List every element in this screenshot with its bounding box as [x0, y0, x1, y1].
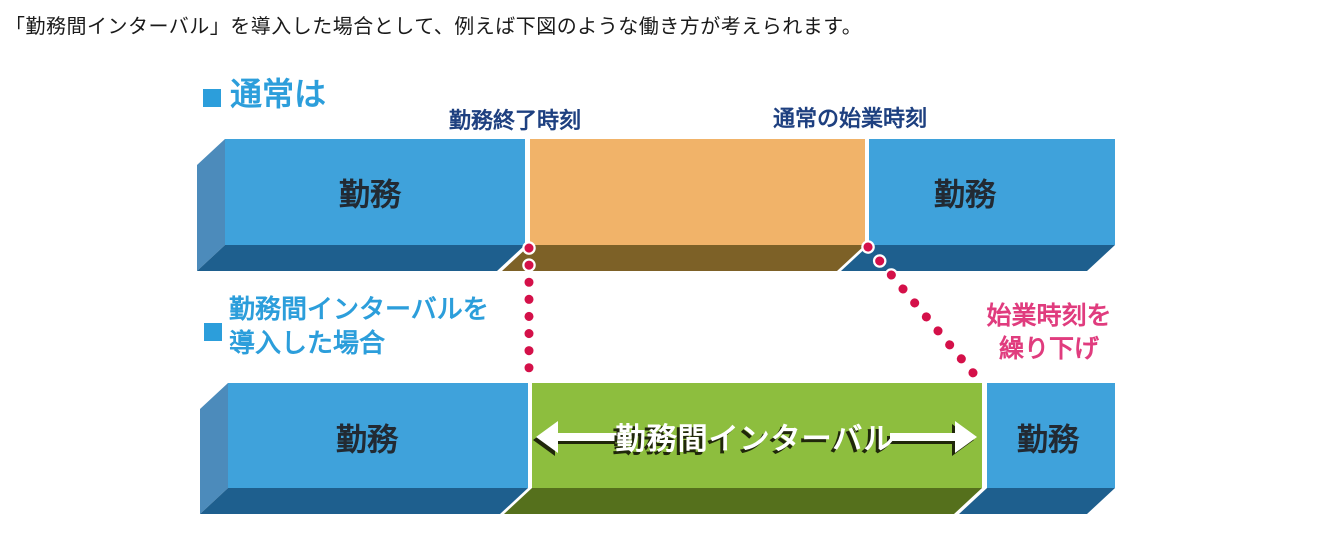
interval-arrows: [533, 421, 977, 456]
normal-row-bars: [197, 139, 1115, 271]
interval-bar-bottom: [504, 488, 982, 514]
interval-section-header: 勤務間インターバルを 導入した場合: [204, 293, 489, 361]
interval-bar-label: 勤務間インターバル: [615, 423, 895, 456]
interval-left-arrow-icon: [536, 421, 618, 453]
interval-work-left-bar-front: [228, 383, 528, 488]
normal-work-right-bar-bottom: [841, 245, 1115, 271]
interval-right-arrow-icon: [890, 421, 977, 453]
normal-header-label: 通常は: [230, 76, 327, 112]
usual-start-time-label: 通常の始業時刻: [772, 106, 928, 131]
annotation-line1: 始業時刻を: [986, 302, 1112, 330]
normal-work-left-bar-bottom: [197, 245, 525, 271]
normal-gap-bar-bottom: [502, 245, 865, 271]
normal-work-left-bar-front: [225, 139, 525, 245]
interval-row-bars: [200, 383, 1115, 514]
normal-gap-bar-front: [530, 139, 865, 245]
interval-arrows-front: [536, 421, 977, 453]
interval-header-line1: 勤務間インターバルを: [229, 294, 489, 324]
normal-work-left-bar-side: [197, 139, 225, 271]
normal-section-header: 通常は: [203, 76, 326, 113]
bullet-square-icon: [204, 323, 222, 341]
bullet-square-icon: [203, 89, 221, 107]
interval-work-left-label: 勤務: [336, 422, 398, 458]
dotted-connectors: [522, 240, 991, 393]
intro-text: 「勤務間インターバル」を導入した場合として、例えば下図のような働き方が考えられま…: [5, 16, 863, 38]
interval-header-line2: 導入した場合: [229, 327, 386, 358]
interval-work-left-bar-side: [200, 383, 228, 514]
normal-work-right-bar-front: [869, 139, 1115, 245]
interval-work-right-bar-bottom: [959, 488, 1115, 514]
start-time-delay-annotation: 始業時刻を 繰り下げ: [985, 300, 1113, 365]
normal-work-left-label: 勤務: [339, 177, 401, 213]
interval-work-right-bar-front: [987, 383, 1115, 488]
annotation-line2: 繰り下げ: [998, 334, 1099, 363]
end-time-label: 勤務終了時刻: [448, 108, 582, 133]
interval-work-right-label: 勤務: [1017, 422, 1079, 458]
normal-work-right-label: 勤務: [934, 177, 996, 213]
interval-header-lines: 勤務間インターバルを 導入した場合: [229, 293, 489, 361]
interval-work-left-bar-bottom: [200, 488, 528, 514]
start-shift-connector-dots: [863, 242, 989, 391]
